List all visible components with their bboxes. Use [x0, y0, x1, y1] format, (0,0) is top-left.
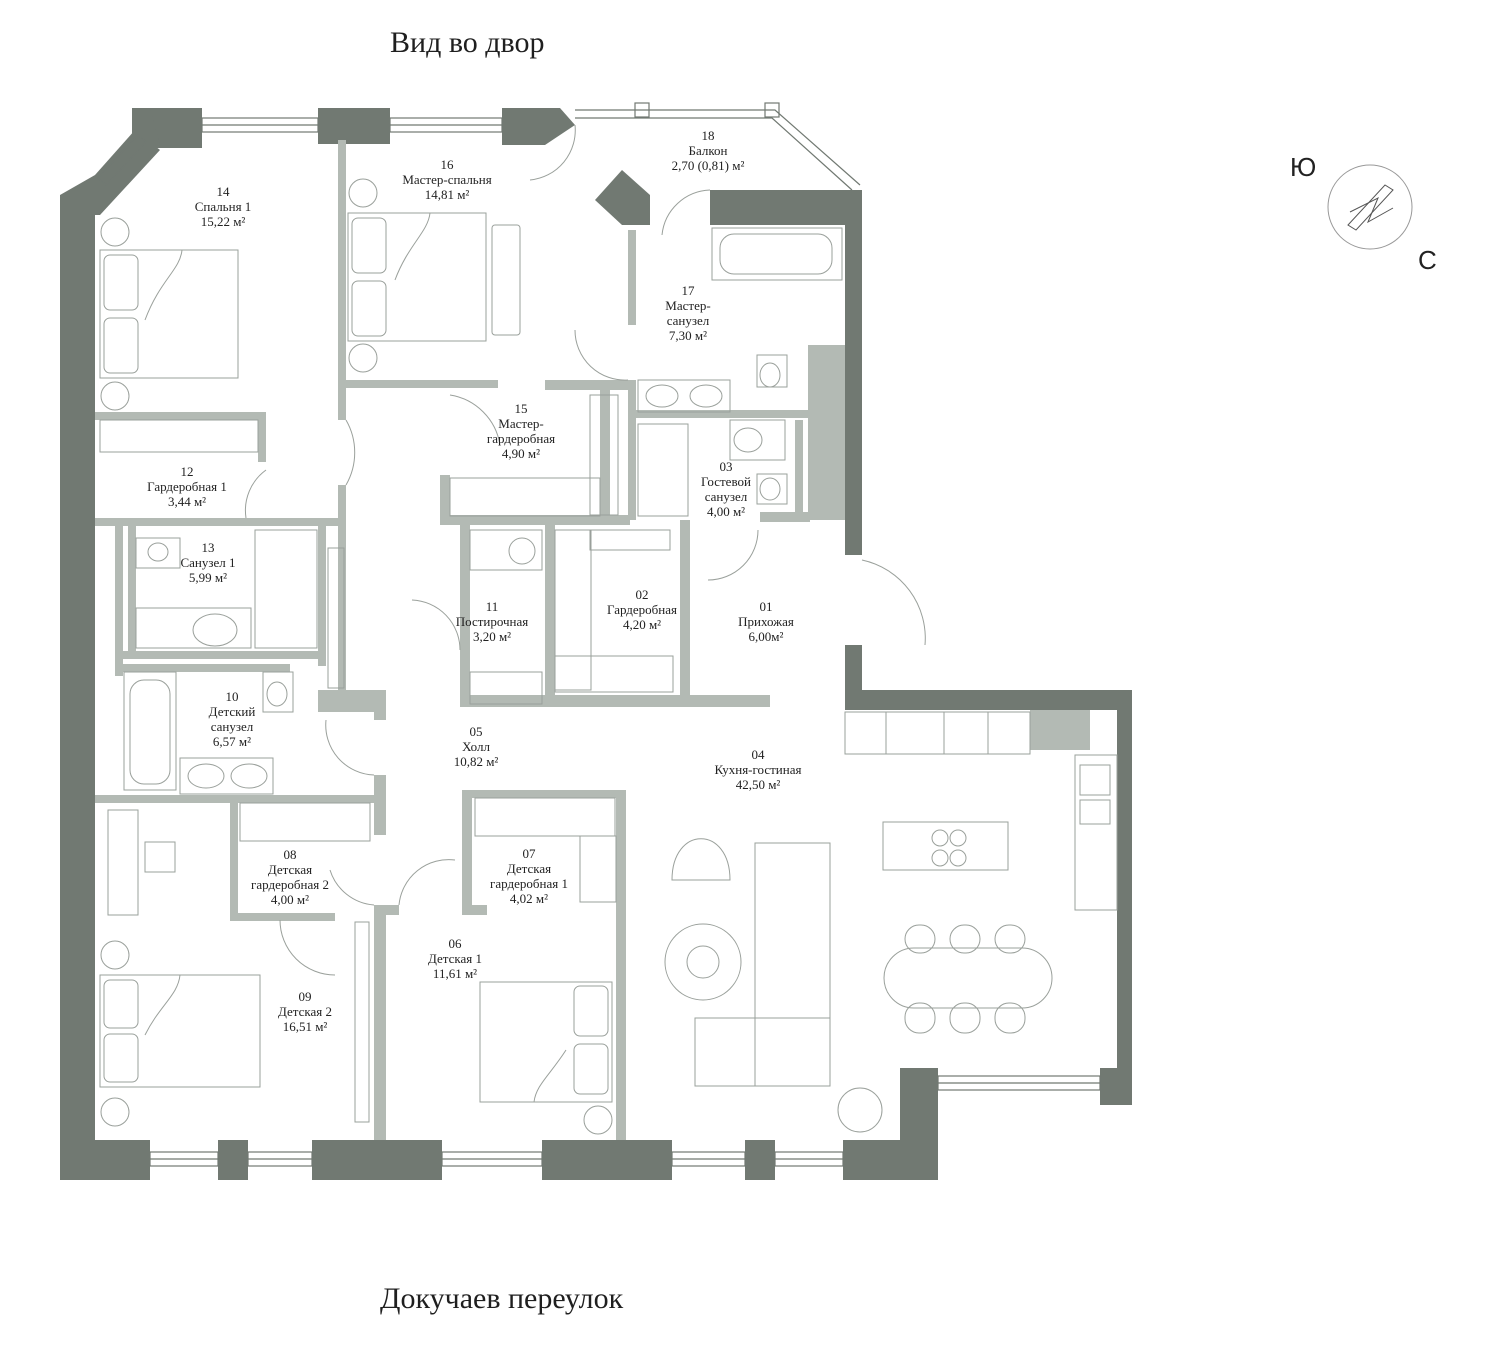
room-name: Кухня-гостиная	[714, 762, 802, 777]
room-label-04: 04 Кухня-гостиная 42,50 м²	[715, 747, 802, 792]
room-number: 14	[216, 184, 230, 199]
room-name: Мастер-	[665, 298, 711, 313]
room-label-09: 09 Детская 2 16,51 м²	[278, 989, 332, 1034]
street-label-bottom: Докучаев переулок	[380, 1282, 624, 1315]
room-area: 4,00 м²	[270, 892, 310, 907]
room-name: Детская	[506, 861, 552, 876]
compass-letter-bottom: С	[1418, 245, 1437, 275]
compass-rose	[1327, 164, 1413, 250]
room-label-05: 05 Холл 10,82 м²	[454, 724, 499, 769]
room-label-03: 03 Гостевой санузел 4,00 м²	[701, 459, 751, 519]
room-area: 3,44 м²	[167, 494, 207, 509]
room-label-15: 15 Мастер- гардеробная 4,90 м²	[487, 401, 555, 461]
room-name: Гостевой	[701, 474, 751, 489]
room-name: Постирочная	[455, 614, 529, 629]
room-number: 07	[522, 846, 536, 861]
street-label-top: Вид во двор	[390, 26, 545, 59]
room-label-06: 06 Детская 1 11,61 м²	[428, 936, 482, 981]
room-number: 16	[440, 157, 454, 172]
room-number: 13	[201, 540, 215, 555]
room-name: Гардеробная 1	[147, 479, 227, 494]
room-name-line2: санузел	[210, 719, 254, 734]
room-number: 05	[469, 724, 483, 739]
room-number: 12	[180, 464, 194, 479]
windows	[97, 102, 1101, 1167]
room-number: 09	[298, 989, 312, 1004]
fixtures	[99, 124, 1118, 1135]
room-number: 17	[681, 283, 695, 298]
room-number: 18	[701, 128, 715, 143]
room-name-line2: гардеробная	[486, 431, 556, 446]
room-number: 01	[759, 599, 773, 614]
room-name: Прихожая	[738, 614, 794, 629]
room-name: Детская 2	[277, 1004, 333, 1019]
room-label-02: 02 Гардеробная 4,20 м²	[607, 587, 677, 632]
room-name: Балкон	[688, 143, 728, 158]
room-area: 14,81 м²	[424, 187, 470, 202]
room-label-01: 01 Прихожая 6,00м²	[738, 599, 794, 644]
room-area: 5,99 м²	[188, 570, 228, 585]
room-name: Холл	[462, 739, 490, 754]
room-name-line2: гардеробная 2	[251, 877, 329, 892]
room-area: 4,20 м²	[622, 617, 662, 632]
room-number: 08	[283, 847, 297, 862]
outer-walls	[60, 108, 1132, 1180]
room-label-16: 16 Мастер-спальня 14,81 м²	[402, 157, 491, 202]
room-label-08: 08 Детская гардеробная 2 4,00 м²	[251, 847, 329, 907]
room-label-07: 07 Детская гардеробная 1 4,02 м²	[490, 846, 568, 906]
room-number: 04	[751, 747, 765, 762]
room-label-12: 12 Гардеробная 1 3,44 м²	[147, 464, 227, 509]
room-name: Мастер-	[498, 416, 544, 431]
room-area: 7,30 м²	[668, 328, 708, 343]
room-name-line2: гардеробная 1	[490, 876, 568, 891]
compass-letter-top: Ю	[1290, 152, 1317, 182]
room-name: Мастер-спальня	[402, 172, 492, 187]
room-area: 4,02 м²	[509, 891, 549, 906]
room-label-13: 13 Санузел 1 5,99 м²	[180, 540, 235, 585]
room-area: 42,50 м²	[735, 777, 781, 792]
room-name-line2: санузел	[666, 313, 710, 328]
room-number: 02	[635, 587, 649, 602]
room-number: 10	[225, 689, 239, 704]
room-area: 16,51 м²	[282, 1019, 328, 1034]
room-name: Спальня 1	[194, 199, 252, 214]
room-label-10: 10 Детский санузел 6,57 м²	[209, 689, 256, 749]
room-name: Детская 1	[427, 951, 483, 966]
room-area: 15,22 м²	[200, 214, 246, 229]
room-area: 6,00м²	[748, 629, 784, 644]
room-area: 6,57 м²	[212, 734, 252, 749]
room-area: 11,61 м²	[432, 966, 478, 981]
room-name-line2: санузел	[704, 489, 748, 504]
room-area: 2,70 (0,81) м²	[671, 158, 745, 173]
room-label-18: 18 Балкон 2,70 (0,81) м²	[672, 128, 745, 173]
room-name: Детская	[267, 862, 313, 877]
room-label-11: 11 Постирочная 3,20 м²	[456, 599, 529, 644]
room-area: 3,20 м²	[472, 629, 512, 644]
room-number: 03	[719, 459, 733, 474]
room-name: Санузел 1	[180, 555, 236, 570]
room-name: Детский	[208, 704, 256, 719]
room-label-17: 17 Мастер- санузел 7,30 м²	[665, 283, 710, 343]
inner-walls	[95, 140, 1090, 1140]
room-number: 06	[448, 936, 462, 951]
room-number: 15	[514, 401, 528, 416]
room-label-14: 14 Спальня 1 15,22 м²	[195, 184, 252, 229]
room-area: 4,90 м²	[501, 446, 541, 461]
room-number: 11	[485, 599, 499, 614]
room-area: 10,82 м²	[453, 754, 499, 769]
room-name: Гардеробная	[607, 602, 677, 617]
room-area: 4,00 м²	[706, 504, 746, 519]
